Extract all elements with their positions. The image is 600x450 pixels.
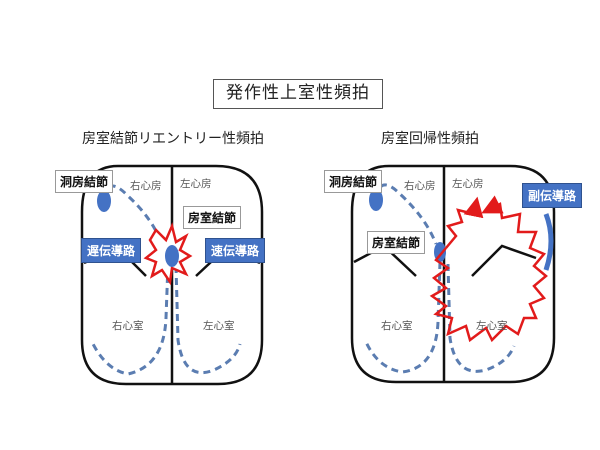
right-heart [350, 164, 556, 384]
left-diagram-title: 房室結節リエントリー性頻拍 [82, 131, 264, 147]
right-diagram-title: 房室回帰性頻拍 [381, 131, 479, 147]
left-heart [80, 164, 264, 386]
left-left-atrium-label: 左心房 [180, 178, 212, 190]
right-left-ventricle-label: 左心室 [476, 320, 508, 332]
right-right-atrium-label: 右心房 [404, 180, 436, 192]
accessory-pathway-line [543, 213, 554, 271]
left-right-ventricle-label: 右心室 [112, 320, 144, 332]
left-lv-pathway [174, 265, 242, 375]
left-right-atrium-label: 右心房 [130, 180, 162, 192]
left-sinus-node [97, 190, 111, 212]
right-left-atrium-label: 左心房 [452, 178, 484, 190]
left-heart-outline [80, 164, 264, 386]
right-sinus-node-label: 洞房結節 [324, 170, 383, 193]
right-av-node-label: 房室結節 [367, 231, 426, 254]
right-mitral-valve [471, 244, 537, 277]
right-sinus-node [369, 189, 383, 211]
left-atrial-pathway [102, 184, 164, 245]
page-title: 発作性上室性頻拍 [213, 79, 383, 109]
left-sinus-node-label: 洞房結節 [55, 170, 114, 193]
left-av-node-label: 房室結節 [183, 206, 242, 229]
left-septal-pathway [90, 263, 170, 376]
slow-pathway-badge: 遅伝導路 [81, 238, 142, 263]
right-right-ventricle-label: 右心室 [381, 320, 413, 332]
fast-pathway-badge: 速伝導路 [205, 238, 266, 263]
left-left-ventricle-label: 左心室 [203, 320, 235, 332]
right-lv-pathway [446, 263, 516, 373]
av-reentry-circuit-top-icon [445, 196, 484, 249]
av-reentry-circuit-icon [429, 195, 548, 343]
right-septal-pathway [364, 261, 442, 374]
accessory-pathway-badge: 副伝導路 [522, 183, 583, 208]
